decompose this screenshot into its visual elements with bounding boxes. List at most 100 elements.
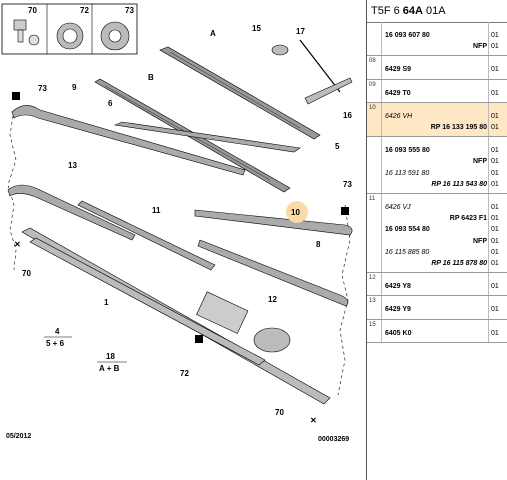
replacement-reference: NFP [473, 237, 487, 245]
part-number: 6429 Y8 [385, 283, 411, 291]
kit-18-sub: A + B [99, 364, 120, 373]
row-index: 11 [369, 195, 376, 202]
parts-row[interactable]: 09 6429 T0 01 [367, 79, 507, 103]
part-number: 16 093 554 80 [385, 226, 430, 234]
thumb-label-70: 70 [28, 6, 37, 15]
wiper-arm-11 [77, 200, 216, 271]
wiper-blade-a [159, 46, 321, 140]
part-number: 6429 Y9 [385, 306, 411, 314]
quantity: 01 [491, 283, 499, 291]
part-reference: 6426 VH [385, 113, 487, 120]
callout-73-right: 73 [343, 180, 352, 189]
part-number: 16 115 885 80 [385, 248, 430, 256]
part-reference: 16 115 885 80 [385, 249, 487, 256]
callout-15: 15 [252, 24, 261, 33]
callout-12: 12 [268, 295, 277, 304]
diagram-date: 05/2012 [6, 433, 31, 440]
part-number: 6426 VJ [385, 203, 411, 211]
quantity: 01 [491, 237, 499, 245]
part-reference: 16 093 555 80 [385, 147, 487, 154]
row-index: 15 [369, 321, 376, 328]
callout-73-left: 73 [38, 84, 47, 93]
part-reference: 6429 T0 [385, 90, 487, 97]
callout-1: 1 [104, 298, 109, 307]
callout-5: 5 [335, 142, 340, 151]
part-number: 6426 VH [385, 112, 413, 120]
quantity: 01 [491, 66, 499, 74]
replacement-reference: RP 6423 F1 [449, 215, 487, 223]
quantity: 01 [491, 226, 499, 234]
rubber-17 [299, 39, 341, 93]
quantity: 01 [491, 123, 499, 131]
replacement-reference: NFP [473, 158, 487, 166]
wiper-arm-8 [194, 209, 353, 236]
parts-row[interactable]: 12 6429 Y8 01 [367, 273, 507, 297]
wiper-assembly-drawing: 70 72 73 [1, 3, 353, 443]
thumb-label-72: 72 [80, 6, 89, 15]
row-index: 08 [369, 58, 376, 65]
callout-11: 11 [152, 206, 161, 215]
row-index: 13 [369, 298, 376, 305]
grommet-72-icon [56, 22, 84, 50]
clip-70-marker: ✕ [14, 240, 21, 249]
row-index: 09 [369, 81, 376, 88]
cap-15 [271, 44, 289, 56]
callout-70-left: 70 [22, 269, 31, 278]
callout-a: A [210, 29, 216, 38]
quantity: 01 [491, 32, 499, 39]
part-number: 6405 K0 [385, 329, 412, 337]
clip-70-icon [13, 19, 40, 46]
grommet-73-marker [12, 92, 20, 100]
quantity: 01 [491, 180, 499, 188]
kit-4-label: 4 [55, 327, 60, 336]
wiper-blade-6 [113, 121, 301, 153]
callout-17: 17 [296, 27, 305, 36]
diagram-code: 00003269 [318, 436, 349, 443]
row-index: 12 [369, 275, 376, 282]
exploded-parts-diagram: 70 72 73 [1, 3, 353, 443]
quantity: 01 [491, 147, 499, 155]
callout-16: 16 [343, 111, 352, 120]
quantity: 01 [491, 43, 499, 51]
part-number: 6429 S9 [385, 66, 412, 74]
part-number: 6429 T0 [385, 89, 411, 97]
grommet-73-icon [100, 21, 130, 51]
part-number: 16 093 555 80 [385, 147, 430, 155]
parts-row[interactable]: 08 6429 S9 01 [367, 56, 507, 80]
clip-16 [304, 77, 353, 105]
part-reference: 16 113 591 80 [385, 170, 487, 177]
replacement-reference: NFP [473, 43, 487, 51]
thumb-label-73: 73 [125, 6, 134, 15]
quantity: 01 [491, 329, 499, 337]
quantity: 01 [491, 203, 499, 211]
kit-18-label: 18 [106, 352, 115, 361]
grommet-72-marker [195, 335, 203, 343]
callout-70-bottom: 70 [275, 408, 284, 417]
quantity: 01 [491, 259, 499, 267]
replacement-reference: RP 16 133 195 80 [430, 123, 487, 131]
wiper-motor [196, 291, 291, 353]
part-number: 16 113 591 80 [385, 169, 430, 177]
quantity: 01 [491, 89, 499, 97]
parts-row[interactable]: 15 6405 K0 01 [367, 319, 507, 343]
part-reference: 6429 Y8 [385, 283, 487, 290]
clip-70-marker-bottom: ✕ [310, 416, 317, 425]
callout-10: 10 [291, 208, 300, 217]
grommet-73-marker-right [341, 207, 349, 215]
callout-10-highlight [286, 201, 308, 223]
callout-72: 72 [180, 369, 189, 378]
replacement-reference: RP 16 115 878 80 [431, 259, 487, 267]
callout-6: 6 [108, 99, 113, 108]
quantity: 01 [491, 215, 499, 223]
part-reference: 6429 S9 [385, 66, 487, 73]
quantity: 01 [491, 169, 499, 177]
quantity: 01 [491, 158, 499, 166]
wiper-arm-12 [197, 239, 349, 307]
